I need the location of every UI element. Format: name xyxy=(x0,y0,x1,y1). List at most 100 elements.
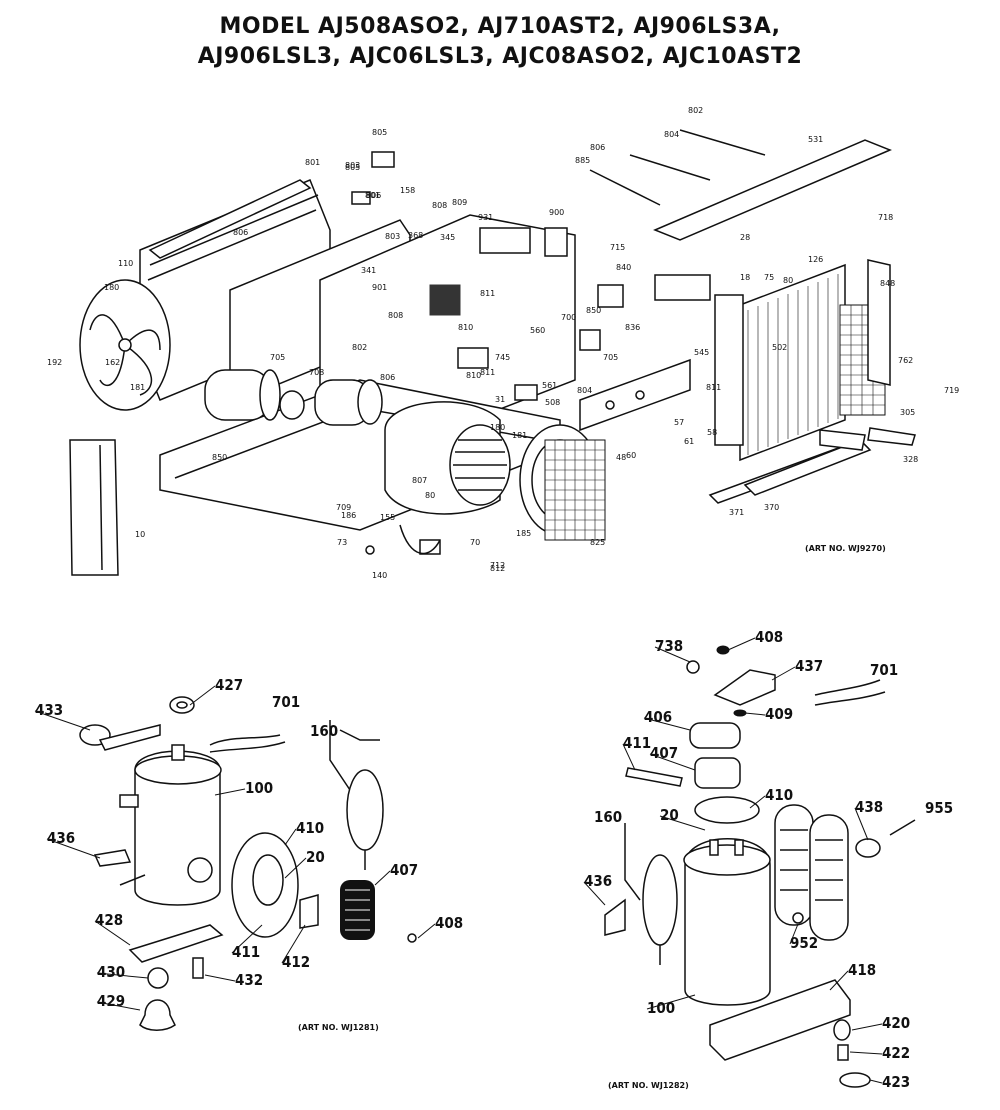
part-number-label: 20 xyxy=(306,848,325,866)
motor-bracket xyxy=(457,347,489,369)
compressor-2 xyxy=(683,838,771,1006)
part-number-label: 305 xyxy=(900,408,915,417)
lower-rail-2 xyxy=(743,439,872,496)
part-number-label: 18 xyxy=(740,273,750,282)
leader-line xyxy=(46,838,101,859)
part-number-label: 437 xyxy=(795,657,823,675)
art-number-main: (ART NO. WJ9270) xyxy=(805,544,886,553)
part-number-label: 181 xyxy=(130,383,145,392)
part-number-label: 803 xyxy=(385,232,400,241)
wire-harness xyxy=(209,734,286,753)
part-number-label: 502 xyxy=(772,343,787,352)
part-number-label: 545 xyxy=(694,348,709,357)
leader-line xyxy=(649,753,696,771)
switch xyxy=(597,284,624,308)
leader-line xyxy=(214,788,246,796)
part-number-label: 192 xyxy=(47,358,62,367)
cover-406 xyxy=(689,722,741,749)
part-number-label: 412 xyxy=(282,953,310,971)
bottom-left-assembly xyxy=(79,696,417,1031)
part-number-label: 418 xyxy=(848,961,876,979)
part-number-label: 345 xyxy=(440,233,455,242)
sleeve xyxy=(192,957,204,979)
part-number-label: 508 xyxy=(545,398,560,407)
leader-line xyxy=(854,807,869,841)
part-number-label: 80 xyxy=(425,491,435,500)
part-number-label: 126 xyxy=(808,255,823,264)
part-number-label: 411 xyxy=(623,734,651,752)
part-number-label: 140 xyxy=(372,571,387,580)
part-number-label: 850 xyxy=(586,306,601,315)
part-number-label: 371 xyxy=(729,508,744,517)
leader-line xyxy=(659,815,706,831)
leader-line xyxy=(583,881,606,906)
part-number-label: 709 xyxy=(336,503,351,512)
base-plate xyxy=(709,979,851,1061)
part-number-label: 804 xyxy=(577,386,592,395)
side-bracket xyxy=(867,259,891,386)
power-cord xyxy=(399,524,441,555)
gasket xyxy=(654,274,711,301)
leader-line xyxy=(34,710,91,731)
leader-line xyxy=(231,924,263,954)
leader-line xyxy=(654,646,691,663)
leader-line xyxy=(869,1079,883,1084)
part-number-label: 328 xyxy=(903,455,918,464)
part-number-label: 432 xyxy=(235,971,263,989)
leader-line xyxy=(417,923,436,939)
control-panel xyxy=(579,358,691,432)
capacitor xyxy=(371,151,395,168)
part-number-label: 811 xyxy=(706,383,721,392)
compressor xyxy=(119,744,222,906)
rail-bracket xyxy=(819,429,866,451)
clip-411 xyxy=(625,767,683,787)
part-number-label: 806 xyxy=(590,143,605,152)
cover-410 xyxy=(694,796,760,824)
part-number-label: 900 xyxy=(549,208,564,217)
leader-line xyxy=(284,828,297,846)
part-number-label: 931 xyxy=(478,213,493,222)
part-number-label: 48 xyxy=(616,453,626,462)
part-number-label: 803 xyxy=(345,161,360,170)
leader-line xyxy=(96,972,149,979)
part-number-label: 708 xyxy=(309,368,324,377)
nut-408 xyxy=(716,645,730,655)
part-number-label: 420 xyxy=(882,1014,910,1032)
overload-protector xyxy=(340,880,375,940)
part-number-label: 430 xyxy=(97,963,125,981)
leader-line xyxy=(829,970,849,991)
part-number-label: 718 xyxy=(878,213,893,222)
blower-wheel xyxy=(449,424,511,506)
top-shelf xyxy=(653,139,892,241)
part-number-label: 429 xyxy=(97,992,125,1010)
page-title-line-1: MODEL AJ508ASO2, AJ710AST2, AJ906LS3A, xyxy=(219,14,781,39)
part-number-label: 410 xyxy=(296,819,324,837)
grommet-430 xyxy=(147,967,169,989)
leader-line xyxy=(643,717,691,731)
part-number-label: 10 xyxy=(135,530,145,539)
leader-line xyxy=(284,857,307,879)
part-number-label: 61 xyxy=(684,437,694,446)
part-number-label: 160 xyxy=(594,808,622,826)
part-number-label: 73 xyxy=(337,538,347,547)
part-number-label: 560 xyxy=(530,326,545,335)
bottom-right-assembly xyxy=(604,645,916,1088)
part-number-label: 20 xyxy=(660,806,679,824)
part-number-label: 802 xyxy=(688,106,703,115)
part-number-label: 406 xyxy=(644,708,672,726)
art-number-left: (ART NO. WJ1281) xyxy=(298,1023,379,1032)
part-number-label: 811 xyxy=(480,289,495,298)
part-number-label: 407 xyxy=(390,861,418,879)
part-number-label: 802 xyxy=(352,343,367,352)
part-number-label: 436 xyxy=(584,872,612,890)
part-number-label: 408 xyxy=(755,628,783,646)
capacitor-2 xyxy=(514,384,538,401)
part-number-label: 715 xyxy=(610,243,625,252)
part-number-label: 825 xyxy=(590,538,605,547)
grille-block xyxy=(429,284,461,316)
leader-line xyxy=(96,1001,141,1011)
leader-line xyxy=(849,1051,883,1055)
leader-line xyxy=(204,974,236,982)
switch-knob xyxy=(579,329,601,351)
